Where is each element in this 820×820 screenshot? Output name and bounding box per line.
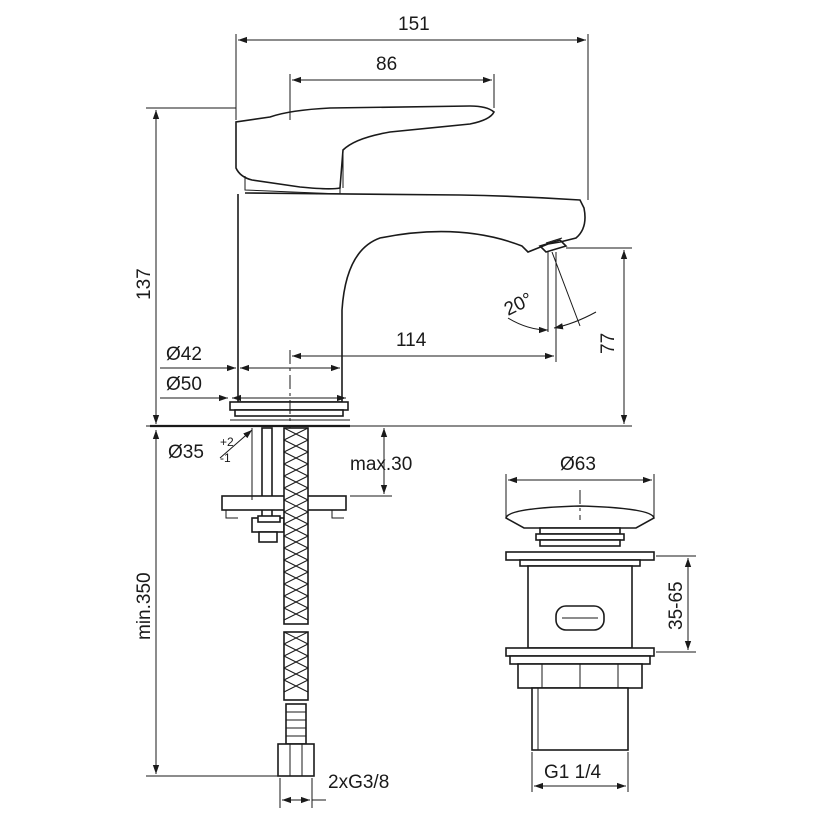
waste-diameter-label: Ø63 <box>560 454 596 475</box>
overall-width-label: 151 <box>398 14 430 35</box>
overall-height-label: 137 <box>134 268 155 300</box>
aerator <box>538 239 568 253</box>
hose-connection-label: 2xG3/8 <box>328 772 389 793</box>
waste-flange <box>505 551 655 561</box>
mounting-assembly <box>221 427 347 777</box>
hose-length-label: min.350 <box>134 572 155 640</box>
faucet-body <box>150 105 586 440</box>
mount-hole-label: Ø35 <box>168 442 204 463</box>
base-diameter-42-label: Ø42 <box>166 344 202 365</box>
spout-reach-label: 114 <box>396 330 427 351</box>
mount-hole-tolerance-lower: -1 <box>220 451 231 465</box>
hose-nut <box>277 743 315 777</box>
mount-hole-tolerance-upper: +2 <box>220 435 234 449</box>
spout-height-label: 77 <box>598 333 619 354</box>
waste-range-label: 35-65 <box>666 581 687 630</box>
dimension-lines <box>146 34 696 808</box>
hose-fitting <box>285 703 307 745</box>
threaded-rod <box>261 427 273 529</box>
base-seal <box>234 409 344 417</box>
base-diameter-50-label: Ø50 <box>166 374 202 395</box>
base-rosette <box>229 401 349 411</box>
lever-collar <box>244 176 341 195</box>
max-thickness-label: max.30 <box>350 454 412 475</box>
lever-handle <box>235 105 495 190</box>
lever-length-label: 86 <box>376 54 397 75</box>
waste-tail <box>531 687 629 751</box>
spout-angle-label: 20° <box>501 289 536 320</box>
waste-thread-label: G1 1/4 <box>544 762 601 783</box>
spout-outline <box>237 192 586 403</box>
waste-fitting <box>505 490 655 751</box>
